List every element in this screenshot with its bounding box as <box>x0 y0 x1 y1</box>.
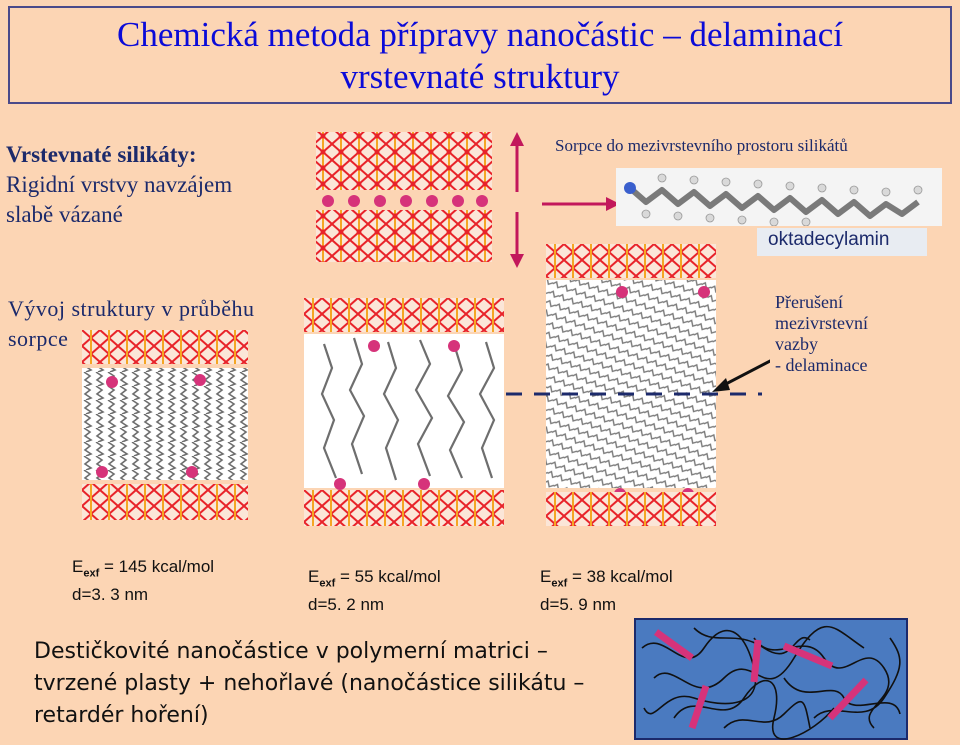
interruption-text: Přerušení mezivrstevní vazby - delaminac… <box>775 292 868 376</box>
bottom-line-1: Destičkovité nanočástice v polymerní mat… <box>34 639 548 664</box>
silicate-layers-figure <box>316 132 492 262</box>
energy-label-2: Eexf = 55 kcal/mol d=5. 2 nm <box>308 566 441 615</box>
energy-3-symbol: E <box>540 567 552 586</box>
energy-label-1: Eexf = 145 kcal/mol d=3. 3 nm <box>72 556 214 605</box>
layered-silicates-heading: Vrstevnaté silikáty: <box>6 142 197 167</box>
molecule-label-box <box>757 228 927 256</box>
energy-2-value: = 55 kcal/mol <box>335 567 441 586</box>
structure-panel-1 <box>82 330 248 520</box>
energy-1-value: = 145 kcal/mol <box>99 557 215 576</box>
evolution-text: Vývoj struktury v průběhu sorpce <box>8 294 255 354</box>
interruption-line-1: Přerušení <box>775 292 843 312</box>
layered-silicates-line-1: Rigidní vrstvy navzájem <box>6 172 233 197</box>
energy-2-subscript: exf <box>319 577 336 590</box>
expansion-arrow <box>510 132 524 268</box>
panel-3-layer-top <box>546 244 716 278</box>
nitrogen-atom <box>624 182 636 194</box>
delamination-marker <box>506 359 770 396</box>
panel-2-gallery <box>304 334 504 488</box>
panel-3-layer-bottom <box>546 492 716 526</box>
structure-panel-2 <box>304 298 504 526</box>
molecule-label: oktadecylamin <box>768 229 890 250</box>
energy-2-symbol: E <box>308 567 320 586</box>
evolution-line-1: Vývoj struktury v průběhu <box>8 296 255 321</box>
layered-silicates-line-2: slabě vázané <box>6 202 123 227</box>
silicate-layer-top <box>316 132 492 190</box>
title-frame <box>8 6 952 104</box>
panel-2-layer-top <box>304 298 504 332</box>
panel-1-layer-bottom <box>82 484 248 520</box>
energy-1-subscript: exf <box>83 567 100 580</box>
polymer-composite-figure <box>634 618 908 740</box>
silicate-layer-bottom <box>316 210 492 262</box>
octadecylamine-molecule <box>616 168 942 226</box>
sorption-arrow <box>542 197 620 211</box>
panel-1-layer-top <box>82 330 248 364</box>
structure-panel-3 <box>546 244 716 526</box>
energy-1-symbol: E <box>72 557 84 576</box>
energy-2-distance: d=5. 2 nm <box>308 595 385 615</box>
evolution-line-2: sorpce <box>8 326 69 351</box>
interlayer-ions <box>322 195 488 207</box>
layered-silicates-text: Vrstevnaté silikáty: Rigidní vrstvy navz… <box>6 140 232 230</box>
interruption-line-4: - delaminace <box>775 355 868 375</box>
panel-2-chains <box>320 337 496 481</box>
interruption-line-3: vazby <box>775 334 818 354</box>
sorption-label: Sorpce do mezivrstevního prostoru siliká… <box>555 136 848 155</box>
energy-3-value: = 38 kcal/mol <box>567 567 673 586</box>
panel-2-layer-bottom <box>304 490 504 526</box>
bottom-line-2: tvrzené plasty + nehořlavé (nanočástice … <box>34 671 585 696</box>
page-title: Chemická metoda přípravy nanočástic – de… <box>8 14 952 98</box>
energy-3-subscript: exf <box>551 577 568 590</box>
bottom-description: Destičkovité nanočástice v polymerní mat… <box>34 636 584 732</box>
energy-3-distance: d=5. 9 nm <box>540 595 617 615</box>
interruption-line-2: mezivrstevní <box>775 313 868 333</box>
title-line-1: Chemická metoda přípravy nanočástic – de… <box>117 15 843 54</box>
bottom-line-3: retardér hoření) <box>34 703 209 728</box>
panel-3-chains <box>546 280 716 488</box>
energy-label-3: Eexf = 38 kcal/mol d=5. 9 nm <box>540 566 673 615</box>
energy-1-distance: d=3. 3 nm <box>72 585 149 605</box>
title-line-2: vrstevnaté struktury <box>340 57 620 96</box>
silicate-platelets <box>653 629 869 730</box>
